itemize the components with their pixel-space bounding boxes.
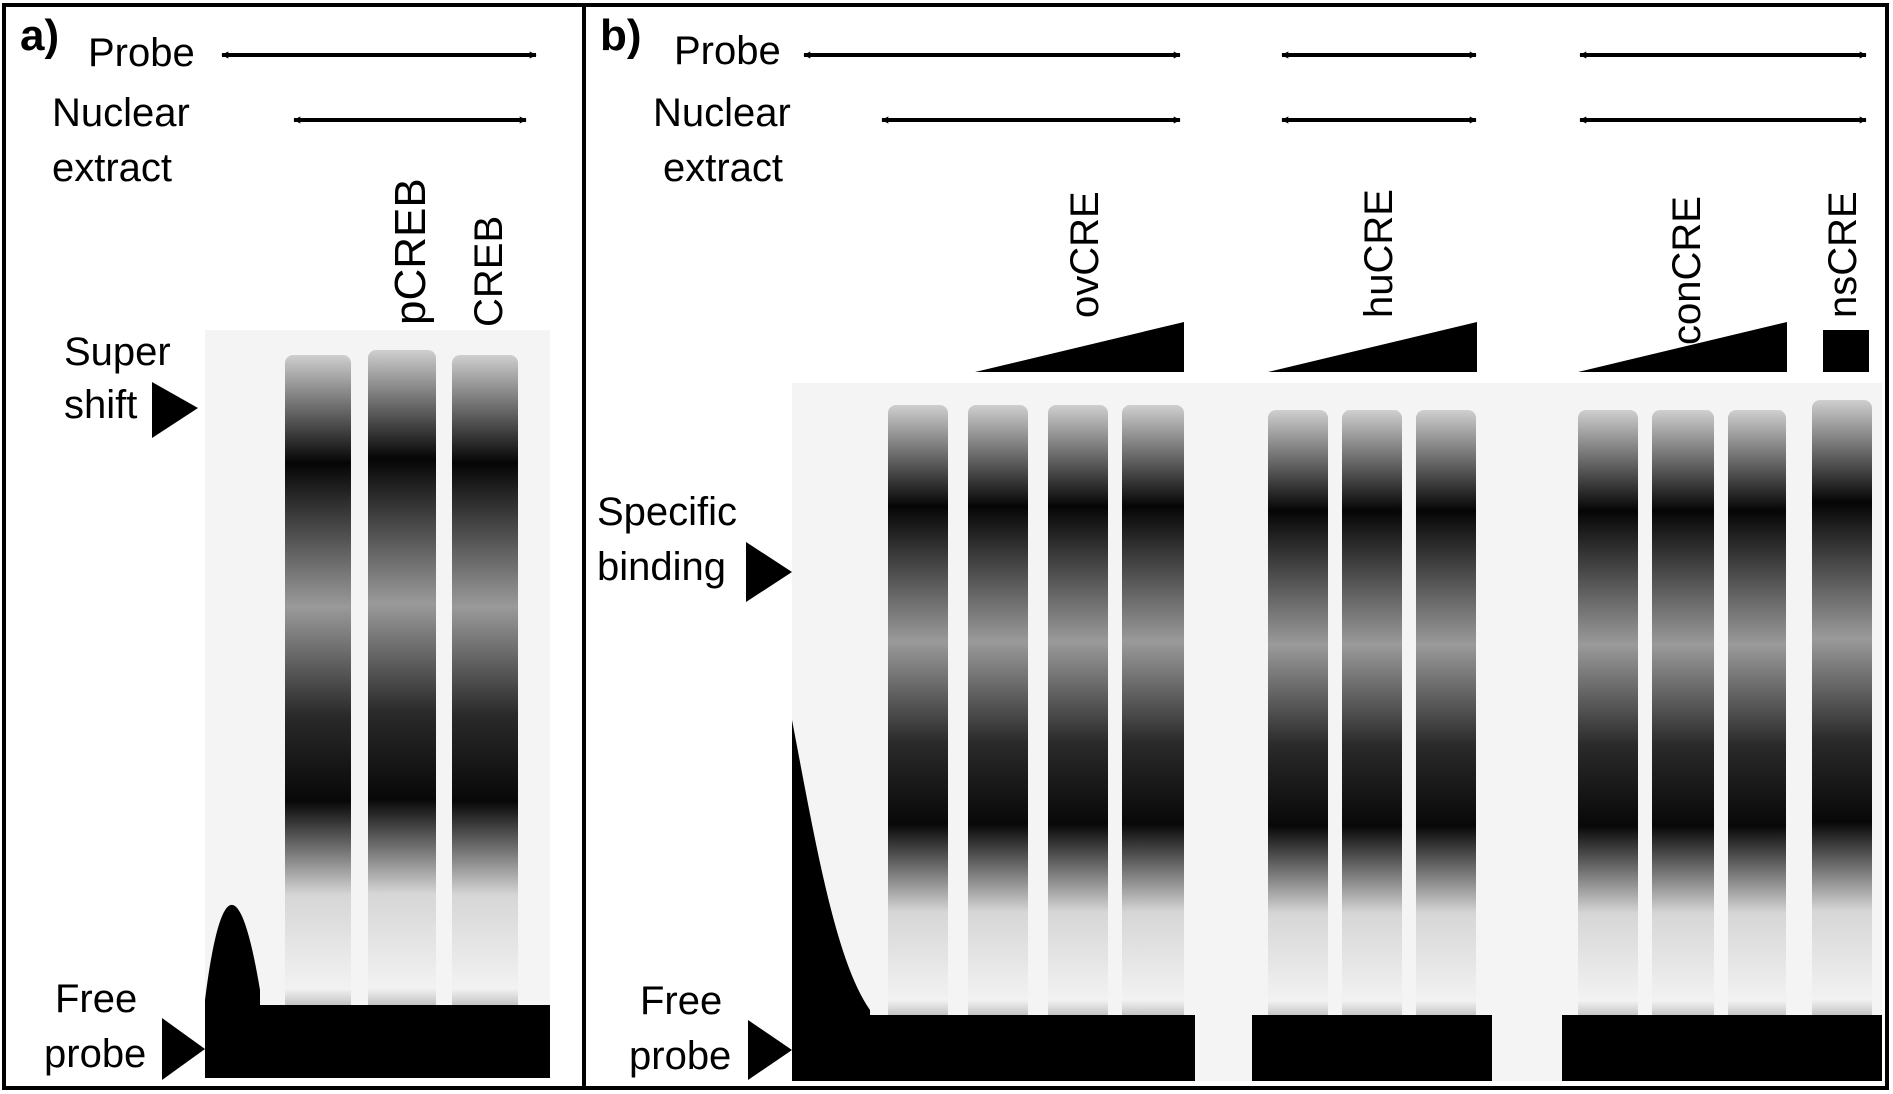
- panel-b-frame: [582, 3, 1889, 1090]
- gel-a-lane-4: [452, 355, 518, 1075]
- panel-b: b) Probe Nuclear extract ovCRE huCRE con…: [582, 3, 1889, 1090]
- gel-b-lane-4: [1048, 405, 1108, 1081]
- gel-b-lane-11: [1728, 410, 1786, 1081]
- panel-b-free-probe-label-line2: probe: [629, 1034, 731, 1078]
- antibody-label-creb: CREB: [467, 216, 511, 327]
- gel-b: [792, 383, 1882, 1081]
- nscre-concentration-block: [1823, 330, 1869, 372]
- gel-b-lane-9: [1578, 410, 1638, 1081]
- gel-a-lane-3: [368, 350, 436, 1075]
- gel-b-lane-7: [1342, 410, 1402, 1081]
- gel-b-lane-5: [1122, 405, 1184, 1081]
- competitor-label-hucre: huCRE: [1357, 189, 1401, 318]
- panel-a-label: a): [20, 11, 59, 60]
- panel-b-free-probe-pointer: [748, 1020, 792, 1080]
- super-shift-label-line2: shift: [64, 383, 137, 427]
- gel-a: [205, 330, 550, 1078]
- antibody-label-pcreb: pCREB: [386, 178, 435, 325]
- specific-binding-label-line1: Specific: [597, 490, 737, 534]
- panel-a-free-probe-label-line1: Free: [55, 977, 137, 1021]
- super-shift-label-line1: Super: [64, 330, 171, 374]
- panel-a-nuclear-label-line1: Nuclear: [52, 91, 190, 135]
- ovcre-concentration-wedge: [975, 322, 1184, 372]
- gel-b-lane-12: [1812, 400, 1872, 1081]
- panel-b-probe-label: Probe: [674, 29, 781, 73]
- gel-b-lane-6: [1268, 410, 1328, 1081]
- competitor-label-nscre: nsCRE: [1821, 191, 1865, 318]
- super-shift-pointer: [152, 382, 198, 438]
- competitor-label-concre: conCRE: [1665, 196, 1709, 345]
- gel-b-lane-3: [968, 405, 1028, 1081]
- panel-a-probe-label: Probe: [88, 31, 195, 75]
- panel-a-nuclear-label-line2: extract: [52, 146, 172, 190]
- competitor-label-ovcre: ovCRE: [1063, 191, 1107, 318]
- gel-b-lane-2: [888, 405, 948, 1081]
- specific-binding-label-line2: binding: [597, 545, 726, 589]
- panel-b-free-probe-label-line1: Free: [640, 979, 722, 1023]
- specific-binding-pointer: [746, 542, 792, 602]
- panel-b-nuclear-label-line2: extract: [663, 146, 783, 190]
- gel-b-lane-10: [1652, 410, 1714, 1081]
- concre-concentration-wedge: [1578, 322, 1787, 372]
- gel-a-lane-2: [285, 355, 351, 1075]
- panel-a: a) Probe Nuclear extract pCREB CREB Supe…: [2, 3, 586, 1090]
- panel-b-label: b): [600, 11, 642, 60]
- hucre-concentration-wedge: [1268, 322, 1477, 372]
- panel-a-free-probe-pointer: [162, 1018, 205, 1080]
- panel-b-nuclear-label-line1: Nuclear: [653, 91, 791, 135]
- gel-b-lane-8: [1416, 410, 1476, 1081]
- panel-a-free-probe-label-line2: probe: [44, 1032, 146, 1076]
